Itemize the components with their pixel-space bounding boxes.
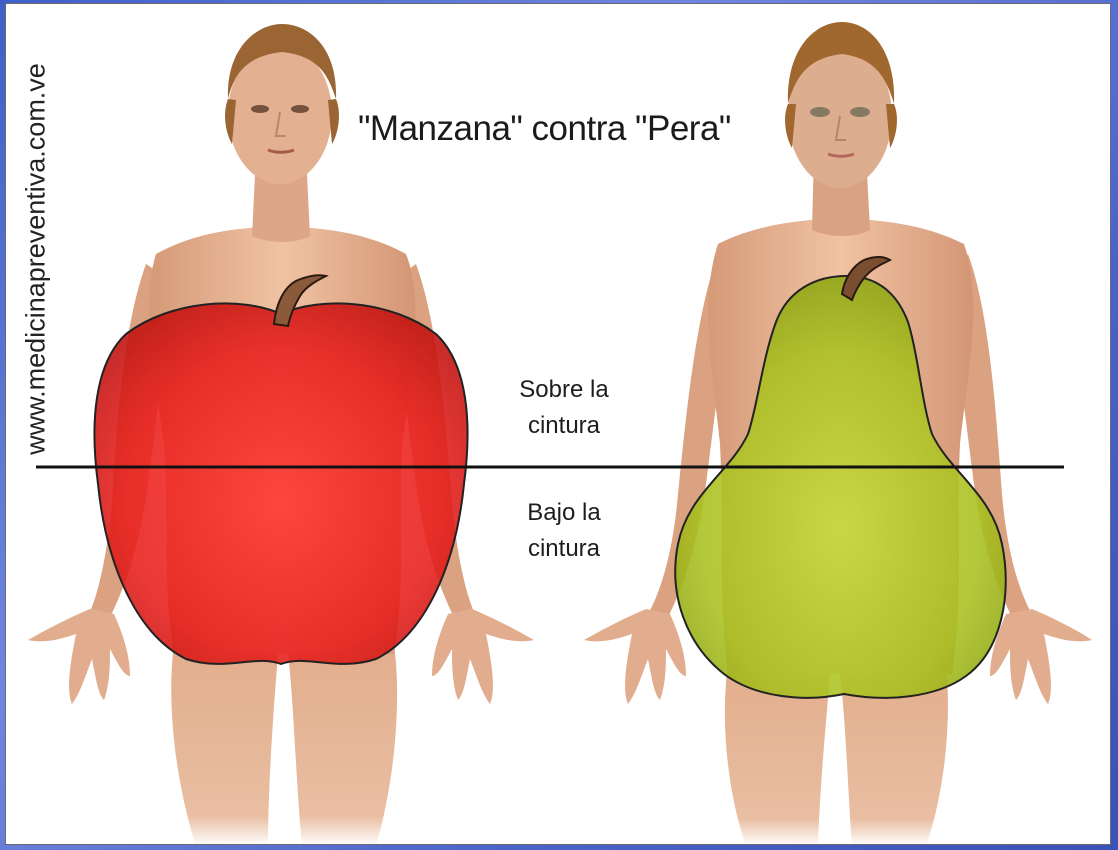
label-below-line1: Bajo la xyxy=(484,495,644,531)
label-above-line1: Sobre la xyxy=(484,372,644,408)
label-below-waist: Bajo la cintura xyxy=(484,495,644,567)
label-above-line2: cintura xyxy=(484,408,644,444)
label-above-waist: Sobre la cintura xyxy=(484,372,644,444)
apple-shape xyxy=(94,303,467,664)
label-below-line2: cintura xyxy=(484,531,644,567)
diagram-title: "Manzana" contra "Pera" xyxy=(358,109,731,149)
source-watermark: www.medicinapreventiva.com.ve xyxy=(21,63,52,455)
diagram-frame: www.medicinapreventiva.com.ve "Manzana" … xyxy=(5,3,1111,845)
